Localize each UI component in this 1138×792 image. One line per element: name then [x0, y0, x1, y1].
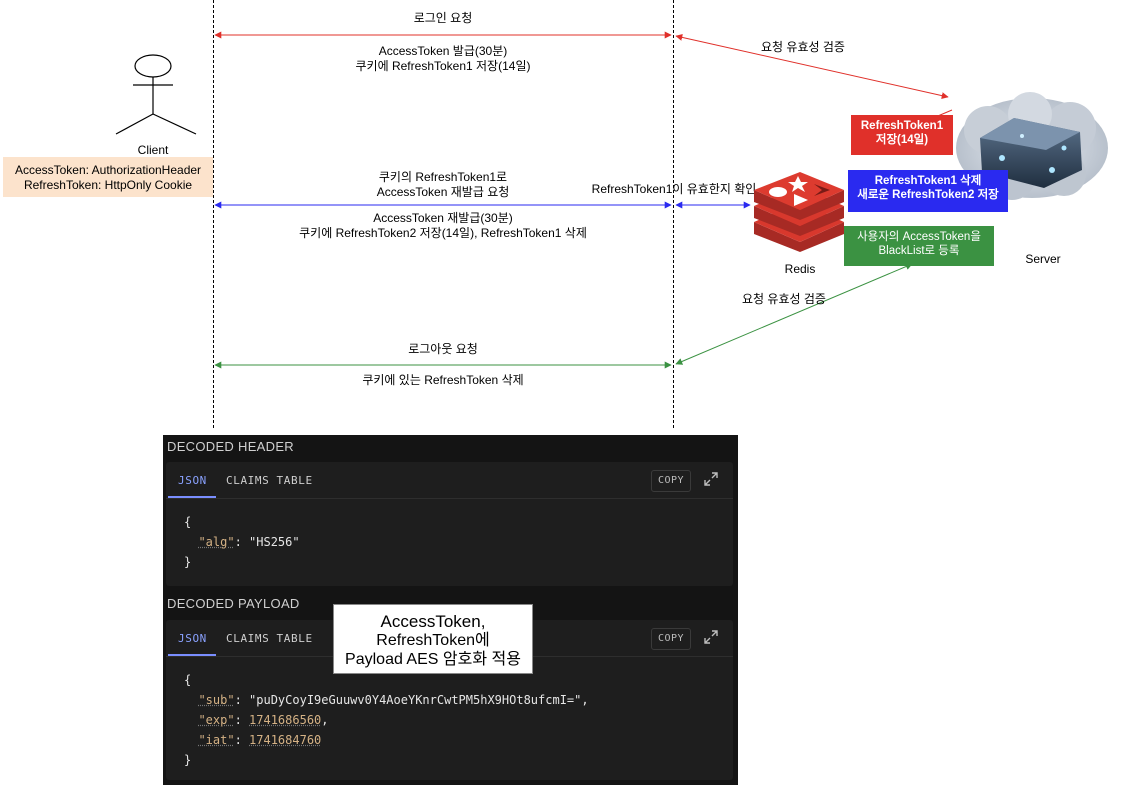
token-storage-line1: AccessToken: AuthorizationHeader [14, 163, 202, 177]
decoded-header-title: DECODED HEADER [167, 439, 294, 454]
copy-payload-button[interactable]: COPY [651, 628, 691, 650]
redis-rotate-badge: RefreshToken1 삭제 새로운 RefreshToken2 저장 [848, 170, 1008, 212]
decoded-header-card: JSON CLAIMS TABLE COPY { "alg": "HS256" … [166, 462, 733, 586]
tab-json-underline [168, 496, 216, 498]
sub-value: "puDyCoyI9eGuuwv0Y4AoeYKnrCwtPM5hX9HOt8u… [249, 693, 582, 707]
header-tabs: JSON CLAIMS TABLE COPY [166, 462, 733, 499]
redis-logo-icon [754, 172, 844, 252]
logout-request-label: 로그아웃 요청 [408, 342, 478, 356]
redis-check-label: RefreshToken1이 유효한지 확인 [591, 182, 757, 196]
redis-label: Redis [784, 262, 816, 276]
server-lifeline [673, 0, 674, 428]
iat-value: 1741684760 [249, 733, 322, 747]
server-label: Server [1025, 252, 1061, 266]
login-validate-label: 요청 유효성 검증 [761, 40, 845, 54]
payload-close-brace: } [184, 753, 192, 767]
note-line3: Payload AES 암호화 적용 [345, 651, 521, 668]
tab-json-header[interactable]: JSON [178, 474, 207, 487]
client-lifeline [213, 0, 214, 428]
copy-header-button[interactable]: COPY [651, 470, 691, 492]
reissue-response-label: AccessToken 재발급(30분) 쿠키에 RefreshToken2 저… [243, 211, 643, 241]
header-close-brace: } [184, 555, 192, 569]
expand-icon[interactable] [704, 472, 718, 486]
login-validate-arrow [675, 33, 949, 100]
blacklist-badge: 사용자의 AccessToken을 BlackList로 등록 [844, 226, 994, 266]
login-response-label: AccessToken 발급(30분) 쿠키에 RefreshToken1 저장… [293, 44, 593, 74]
login-response-line2: 쿠키에 RefreshToken1 저장(14일) [355, 59, 531, 73]
logout-validate-arrow [675, 263, 913, 365]
logout-validate-label: 요청 유효성 검증 [742, 292, 826, 306]
tab-claims-table-payload[interactable]: CLAIMS TABLE [226, 632, 313, 645]
login-response-line1: AccessToken 발급(30분) [378, 44, 508, 58]
expand-icon[interactable] [704, 630, 718, 644]
redis-store-badge: RefreshToken1 저장(14일) [851, 115, 953, 155]
decoded-payload-title: DECODED PAYLOAD [167, 596, 300, 611]
reissue-request-line1: 쿠키의 RefreshToken1로 [378, 170, 508, 184]
note-line1: AccessToken, [380, 612, 486, 631]
green-badge-line2: BlackList로 등록 [878, 245, 960, 257]
header-json-code: { "alg": "HS256" } [184, 515, 300, 569]
reissue-request-label: 쿠키의 RefreshToken1로 AccessToken 재발급 요청 [293, 170, 593, 200]
red-badge-line2: 저장(14일) [875, 134, 929, 146]
tab-json-payload-underline [168, 654, 216, 656]
payload-open-brace: { [184, 673, 192, 687]
note-line2: RefreshToken에 [376, 632, 490, 649]
reissue-request-line2: AccessToken 재발급 요청 [376, 185, 510, 199]
alg-value: "HS256" [249, 535, 300, 549]
client-actor-icon [115, 54, 197, 135]
exp-key: "exp" [198, 713, 235, 727]
blue-badge-line2: 새로운 RefreshToken2 저장 [857, 189, 999, 201]
logout-response-label: 쿠키에 있는 RefreshToken 삭제 [362, 373, 524, 387]
alg-key: "alg" [198, 535, 235, 549]
payload-json-code: { "sub": "puDyCoyI9eGuuwv0Y4AoeYKnrCwtPM… [184, 673, 589, 767]
token-storage-line2: RefreshToken: HttpOnly Cookie [23, 178, 193, 192]
encryption-note: AccessToken, RefreshToken에 Payload AES 암… [333, 604, 533, 674]
tab-json-payload[interactable]: JSON [178, 632, 207, 645]
blue-badge-line1: RefreshToken1 삭제 [874, 175, 982, 187]
sub-key: "sub" [198, 693, 235, 707]
exp-value: 1741686560 [249, 713, 322, 727]
reissue-response-line2: 쿠키에 RefreshToken2 저장(14일), RefreshToken1… [299, 226, 587, 240]
client-label: Client [137, 143, 169, 157]
tab-claims-table-header[interactable]: CLAIMS TABLE [226, 474, 313, 487]
sequence-arrows [115, 31, 953, 369]
header-open-brace: { [184, 515, 192, 529]
reissue-response-line1: AccessToken 재발급(30분) [373, 211, 513, 225]
red-badge-line1: RefreshToken1 [860, 120, 944, 132]
iat-key: "iat" [198, 733, 235, 747]
green-badge-line1: 사용자의 AccessToken을 [857, 231, 981, 243]
client-token-storage: AccessToken: AuthorizationHeader Refresh… [3, 157, 213, 197]
login-request-label: 로그인 요청 [413, 11, 473, 25]
